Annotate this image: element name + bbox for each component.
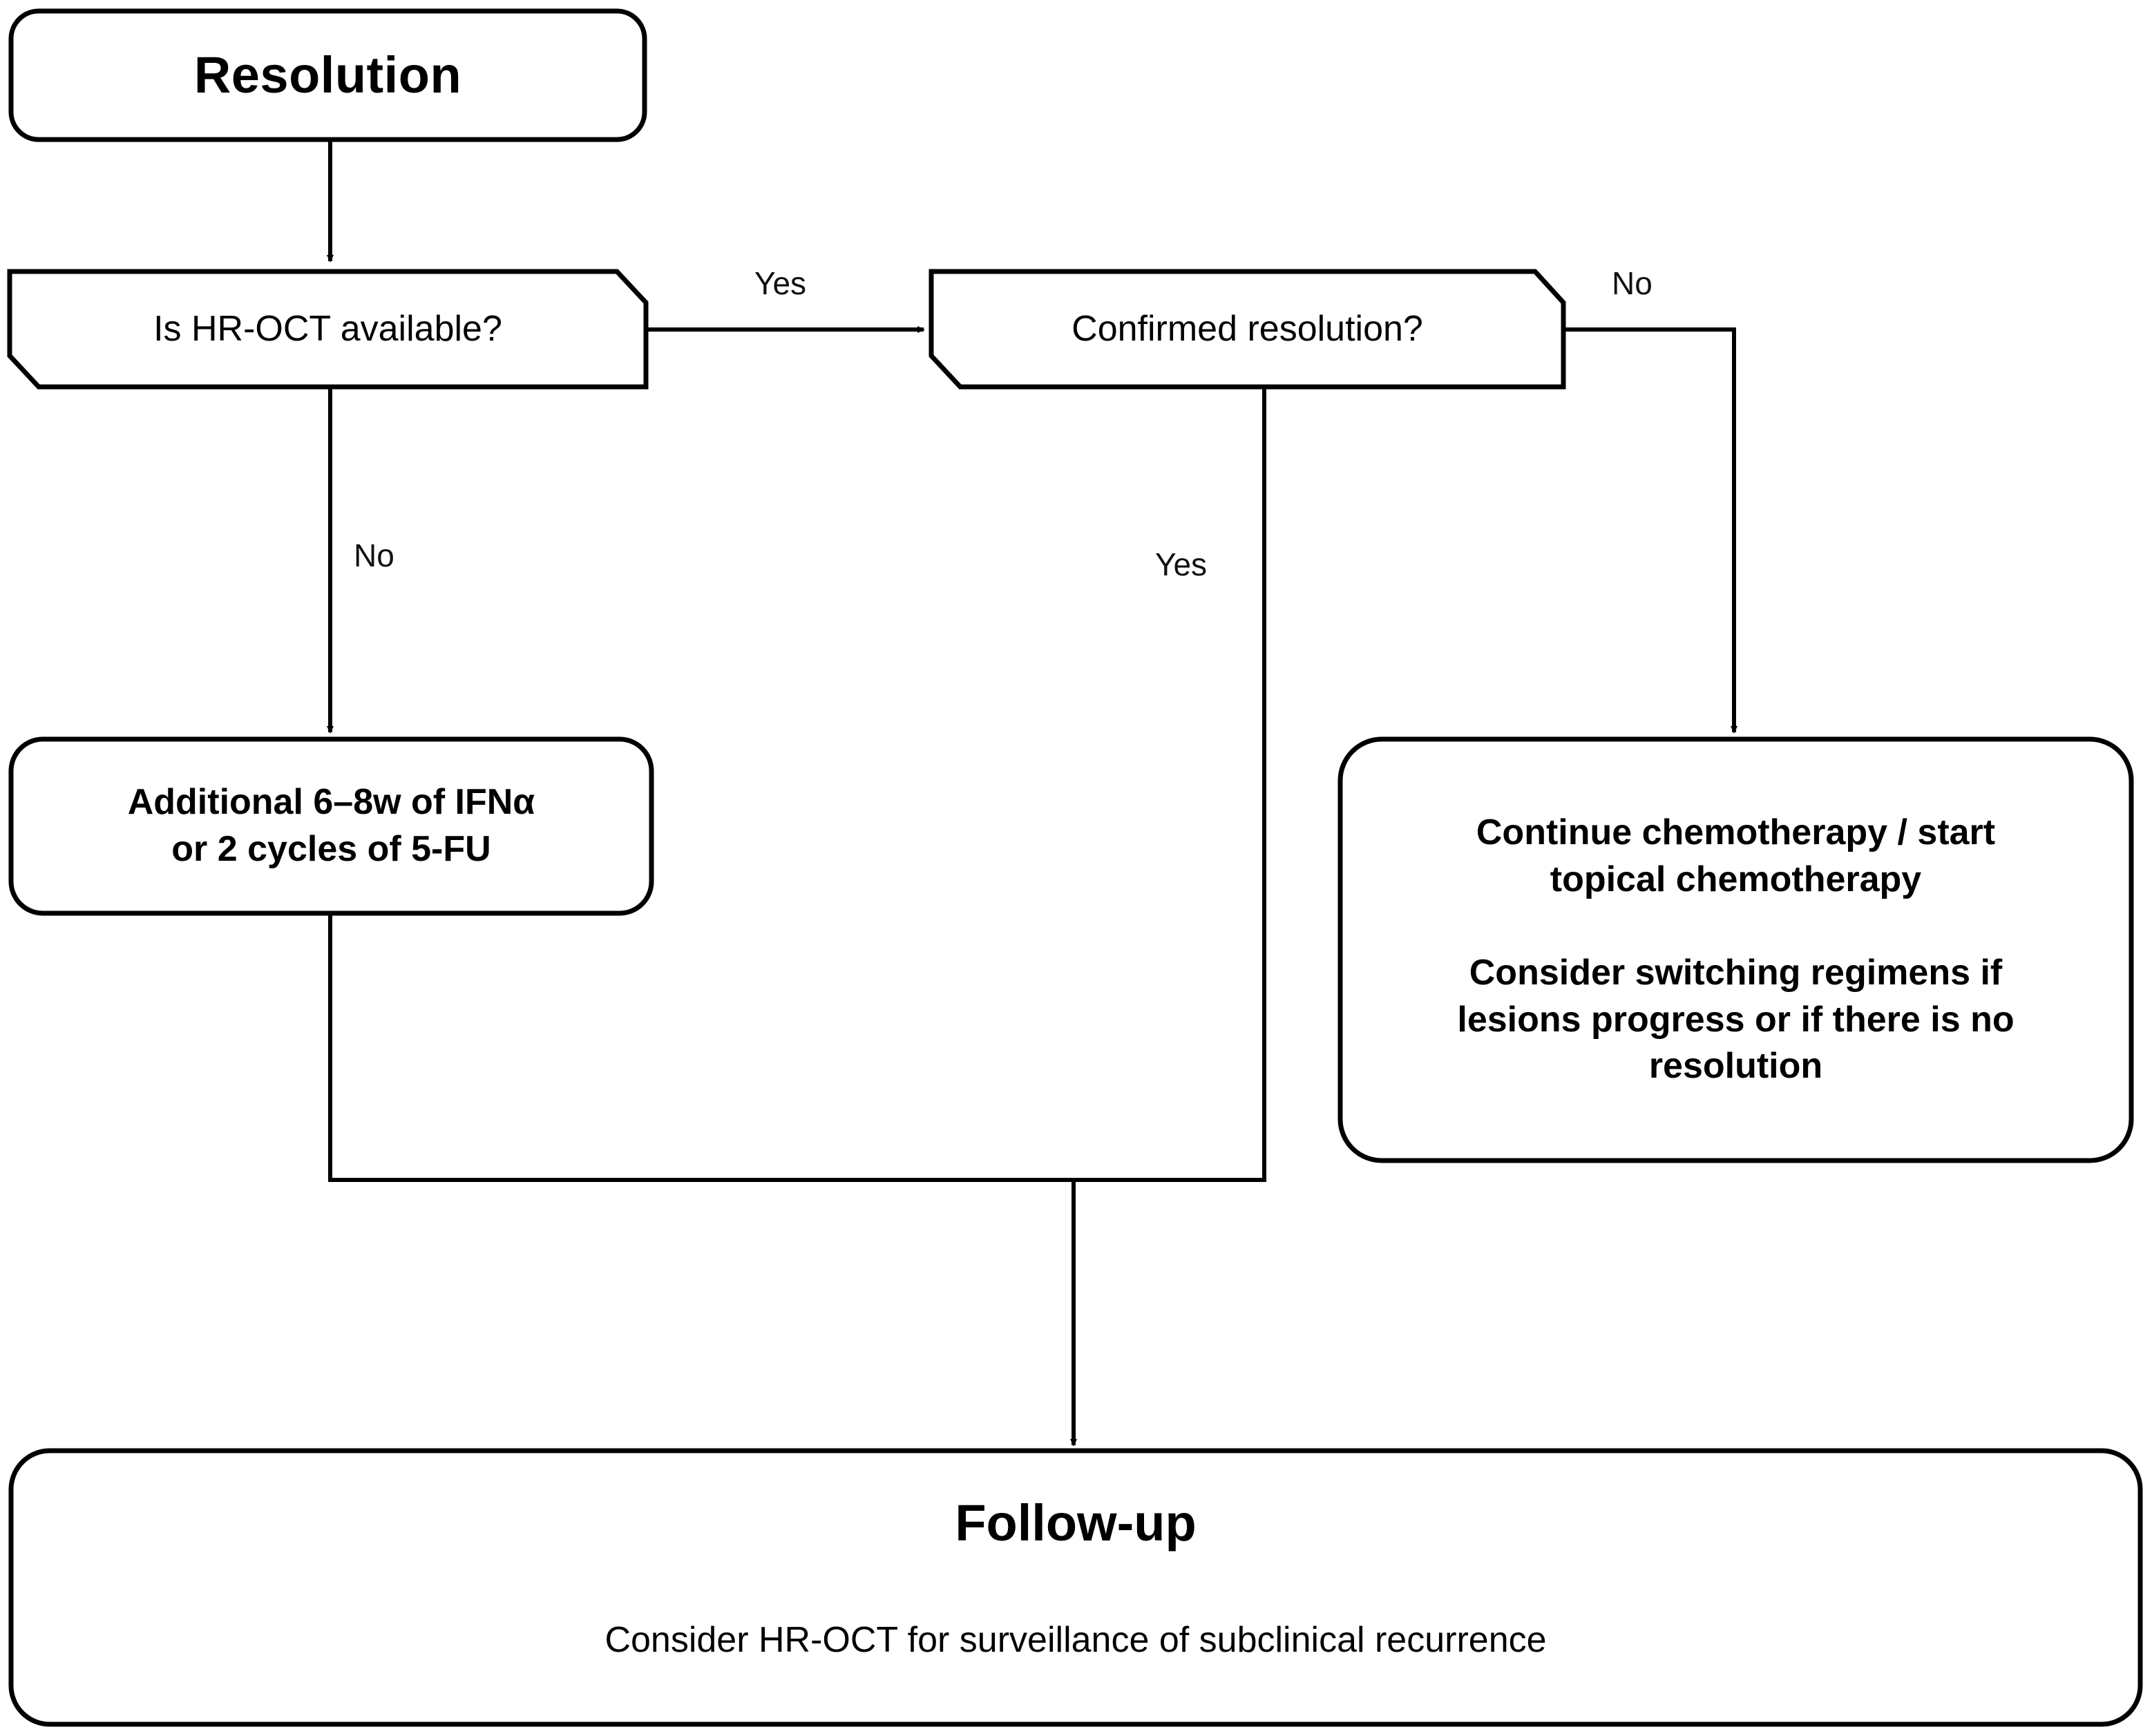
- node-additional-course-shape[interactable]: [8, 736, 654, 916]
- node-confirmed-resolution-shape[interactable]: [929, 269, 1566, 390]
- node-continue-chemo-shape[interactable]: [1337, 736, 2134, 1163]
- edge-label-confirmed-yes: Yes: [1155, 546, 1208, 582]
- edge-label-confirmed-no: No: [1612, 265, 1653, 301]
- edge-label-hroct-no: No: [354, 537, 394, 573]
- node-hroct-available-shape[interactable]: [7, 269, 649, 390]
- node-followup-shape[interactable]: [8, 1448, 2143, 1727]
- node-resolution-shape[interactable]: [8, 8, 647, 142]
- edge-confirmed-no-to-continue: [1563, 327, 1737, 734]
- edge-label-hroct-yes: Yes: [754, 265, 807, 301]
